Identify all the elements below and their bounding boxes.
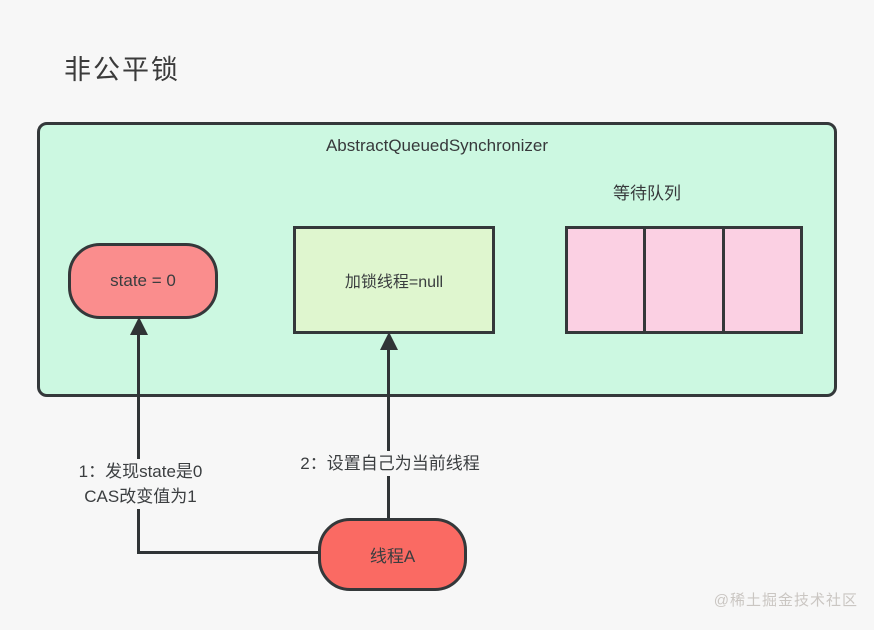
watermark: @稀土掘金技术社区 [713, 592, 858, 609]
arrowhead-up-icon [380, 332, 398, 350]
arrow-to-lock-thread-vertical-line [387, 346, 390, 519]
annotation-step2: 2：设置自己为当前线程 [276, 451, 504, 476]
thread-a-box: 线程A [318, 518, 467, 591]
arrowhead-up-icon [130, 317, 148, 335]
wait-queue-cell [721, 226, 803, 334]
wait-queue-cell [643, 226, 725, 334]
annotation-step1: 1：发现state是0 CAS改变值为1 [38, 459, 243, 509]
state-box-label: state = 0 [110, 271, 176, 290]
lock-thread-box: 加锁线程=null [293, 226, 495, 334]
wait-queue-cell [565, 226, 647, 334]
lock-thread-box-label: 加锁线程=null [344, 274, 444, 291]
wait-queue-label: 等待队列 [613, 184, 681, 203]
state-box: state = 0 [68, 243, 218, 319]
arrow-to-state-vertical-line [137, 330, 140, 554]
annotation-step1-line1: 1：发现state是0 [78, 462, 203, 481]
aqs-container-box: AbstractQueuedSynchronizer state = 0 加锁线… [37, 122, 837, 397]
arrow-to-state-horizontal-line [137, 551, 320, 554]
wait-queue [565, 226, 803, 334]
aqs-title: AbstractQueuedSynchronizer [325, 136, 549, 155]
annotation-step1-line2: CAS改变值为1 [84, 487, 197, 506]
page-title: 非公平锁 [64, 55, 180, 85]
thread-a-label: 线程A [369, 547, 416, 566]
